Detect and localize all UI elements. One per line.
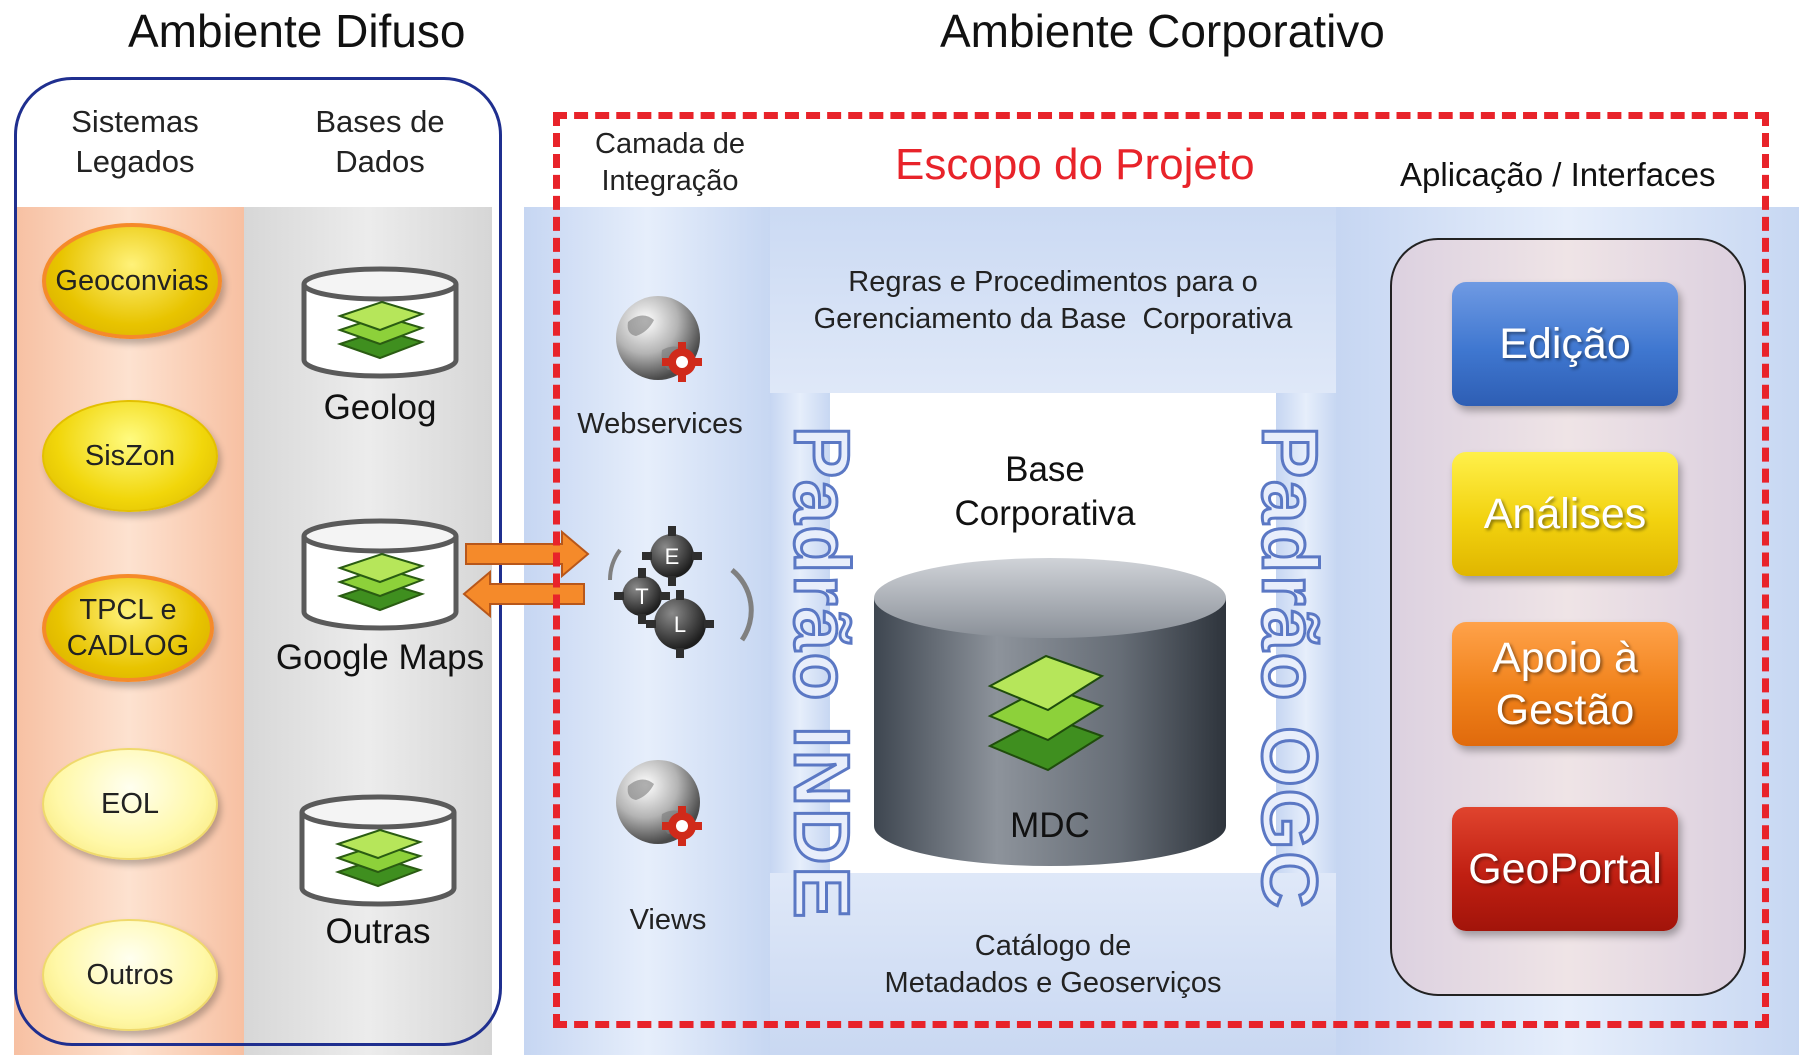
- database-label-outras: Outras: [325, 912, 431, 951]
- diffuse-title: Ambiente Difuso: [128, 5, 466, 57]
- app-analises-button[interactable]: Análises: [1452, 452, 1678, 576]
- standard-inde-label: Padrão INDE: [777, 424, 868, 921]
- etl-letter-e: E: [665, 544, 680, 569]
- layers-icon: [987, 654, 1105, 772]
- legacy-system-geoconvias: Geoconvias: [42, 223, 222, 339]
- arrow-left-icon: [462, 569, 585, 619]
- base-corporativa-title: Base Corporativa: [954, 450, 1136, 533]
- database-cylinder-geolog: [301, 266, 459, 379]
- project-scope-title: Escopo do Projeto: [895, 140, 1255, 189]
- etl-gears-icon: E T L: [608, 526, 754, 658]
- standard-ogc-label: Padrão OGC: [1245, 425, 1336, 912]
- legacy-system-tpcl-cadlog: TPCL e CADLOG: [42, 574, 214, 682]
- database-label-geolog: Geolog: [323, 388, 437, 427]
- applications-header: Aplicação / Interfaces: [1400, 156, 1716, 193]
- app-apoio-gestao-button[interactable]: Apoio à Gestão: [1452, 622, 1678, 746]
- mdc-database-cylinder: [874, 558, 1226, 866]
- mdc-label: MDC: [1010, 806, 1090, 845]
- app-edicao-button[interactable]: Edição: [1452, 282, 1678, 406]
- databases-header: Bases de Dados: [315, 104, 445, 179]
- etl-letter-t: T: [635, 584, 648, 609]
- webservices-label: Webservices: [577, 408, 743, 440]
- corporate-title: Ambiente Corporativo: [940, 5, 1385, 57]
- layers-icon: [336, 552, 426, 612]
- legacy-system-siszon: SisZon: [42, 400, 218, 512]
- app-geoportal-button[interactable]: GeoPortal: [1452, 807, 1678, 931]
- layers-icon: [334, 828, 424, 888]
- inde-band: [770, 393, 830, 873]
- legacy-systems-header: Sistemas Legados: [71, 104, 199, 179]
- rules-band: [770, 207, 1336, 393]
- diffuse-environment-frame: [14, 77, 502, 1046]
- arrow-right-icon: [465, 529, 590, 579]
- database-cylinder-google-maps: [301, 518, 459, 631]
- integration-layer-header: Camada de Integração: [595, 128, 745, 197]
- layers-icon: [336, 300, 426, 360]
- globe-gear-icon: [616, 296, 702, 382]
- catalog-text: Catálogo de Metadados e Geoserviços: [884, 930, 1222, 999]
- project-scope-frame: [553, 112, 1769, 1028]
- ogc-band: [1276, 393, 1336, 873]
- etl-letter-l: L: [674, 612, 686, 637]
- views-label: Views: [629, 904, 707, 936]
- rules-text: Regras e Procedimentos para o Gerenciame…: [813, 266, 1293, 335]
- database-label-google-maps: Google Maps: [275, 638, 485, 677]
- legacy-system-eol: EOL: [42, 748, 218, 860]
- database-cylinder-outras: [299, 794, 457, 907]
- exchange-arrows: [462, 529, 590, 619]
- globe-gear-icon: [616, 760, 702, 846]
